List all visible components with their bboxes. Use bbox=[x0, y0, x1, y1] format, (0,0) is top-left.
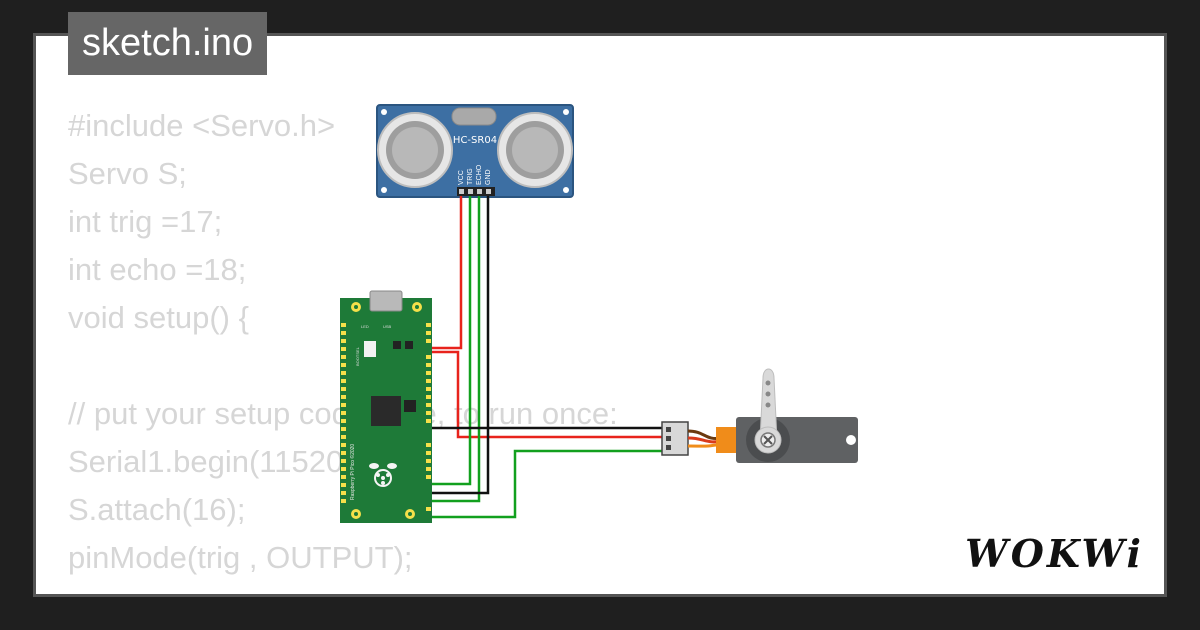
preview-card: #include <Servo.h> Servo S; int trig =17… bbox=[33, 33, 1167, 597]
wire-trig bbox=[428, 196, 472, 486]
ultrasonic-sensor[interactable]: HC-SR04 VCC TRIG ECHO GND bbox=[376, 104, 574, 198]
pin-label-trig: TRIG bbox=[467, 168, 474, 185]
code-line: #include <Servo.h> bbox=[68, 108, 336, 143]
code-line: void setup() { bbox=[68, 300, 249, 335]
wokwi-logo: WOKWi bbox=[965, 531, 1144, 576]
code-line: Serial1.begin(115200); bbox=[68, 444, 380, 479]
wire-echo bbox=[428, 196, 481, 503]
file-tab[interactable]: sketch.ino bbox=[68, 12, 268, 75]
pico-board[interactable]: LED USB BOOTSEL Raspberry Pi Pico ©2020 bbox=[340, 290, 432, 523]
wires bbox=[426, 196, 665, 519]
right-transducer-icon bbox=[497, 112, 573, 188]
servo-screw-icon bbox=[760, 432, 776, 448]
sensor-model-label: HC-SR04 bbox=[453, 135, 497, 146]
code-line: Servo S; bbox=[68, 156, 187, 191]
led-label: LED bbox=[361, 324, 369, 329]
code-line: pinMode(echo , INPUT); bbox=[68, 582, 618, 594]
bootsel-label: BOOTSEL bbox=[355, 346, 360, 366]
code-line: int echo =18; bbox=[68, 252, 247, 287]
code-line: S.attach(16); bbox=[68, 492, 246, 527]
pin-label-gnd: GND bbox=[485, 169, 492, 185]
servo-motor[interactable] bbox=[661, 368, 858, 463]
code-preview: #include <Servo.h> Servo S; int trig =17… bbox=[68, 102, 618, 594]
code-line: int trig =17; bbox=[68, 204, 223, 239]
code-line: pinMode(trig , OUTPUT); bbox=[68, 540, 413, 575]
pin-label-vcc: VCC bbox=[458, 170, 465, 185]
wire-servo-gnd bbox=[426, 426, 665, 437]
wire-servo-power bbox=[428, 350, 665, 439]
board-silkscreen: Raspberry Pi Pico ©2020 bbox=[349, 444, 356, 500]
usb-label: USB bbox=[383, 324, 392, 329]
raspberry-logo-icon bbox=[369, 463, 397, 487]
wire-gnd bbox=[428, 196, 490, 495]
left-transducer-icon bbox=[377, 112, 453, 188]
wire-vcc bbox=[428, 196, 463, 350]
pin-label-echo: ECHO bbox=[476, 164, 483, 185]
wire-servo-signal bbox=[428, 449, 665, 519]
